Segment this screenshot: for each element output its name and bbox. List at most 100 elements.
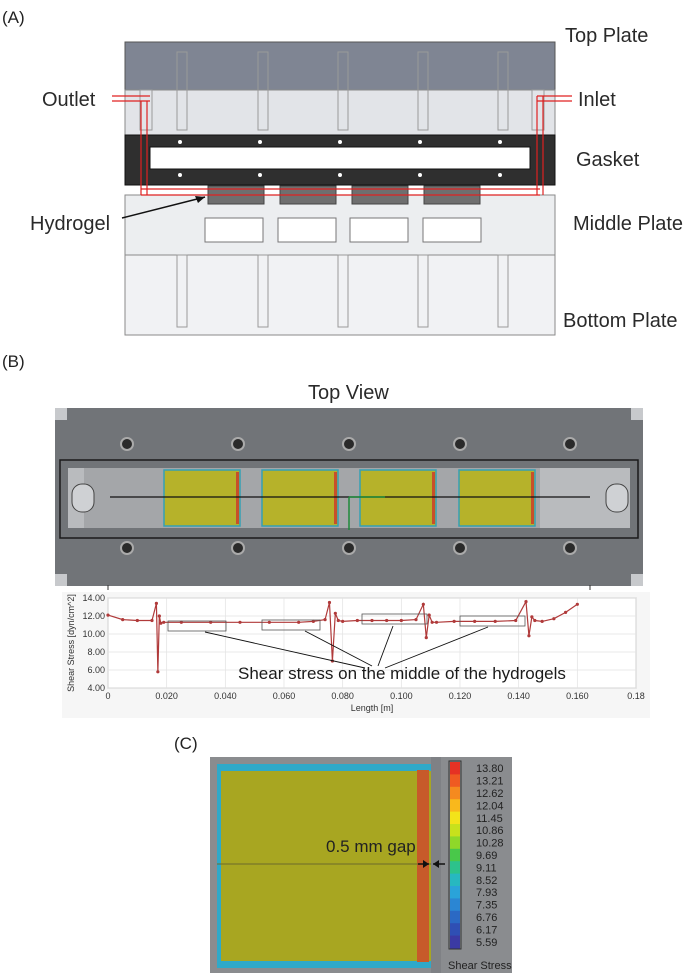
data-point <box>333 611 337 615</box>
colorbar-value: 6.17 <box>476 924 497 936</box>
colorbar-value: 12.62 <box>476 788 504 800</box>
hydrogel-arrow <box>121 196 206 219</box>
annotation-boxes <box>167 613 526 632</box>
y-tick-label: 4.00 <box>87 683 105 693</box>
colorbar-swatch <box>450 786 460 800</box>
data-point <box>564 610 568 614</box>
data-point <box>355 618 359 623</box>
flow-path <box>112 95 572 196</box>
data-point <box>341 619 345 623</box>
data-point <box>323 618 327 622</box>
colorbar-value: 10.28 <box>476 838 504 850</box>
panel-b-tag: (B) <box>2 352 25 371</box>
colorbar-swatch <box>450 873 460 887</box>
y-tick-label: 14.00 <box>82 593 105 603</box>
label-inlet: Inlet <box>578 89 616 111</box>
data-point <box>156 670 160 674</box>
colorbar-value: 6.76 <box>476 912 497 924</box>
x-tick-label: 0.060 <box>273 691 296 701</box>
data-point <box>121 618 125 622</box>
data-point <box>452 619 456 623</box>
colorbar-value: 9.69 <box>476 850 497 862</box>
colorbar-swatch <box>450 910 460 924</box>
data-point <box>135 618 139 623</box>
data-point <box>267 620 271 624</box>
colorbar-value: 7.93 <box>476 887 497 899</box>
data-point <box>336 618 340 623</box>
x-tick-label: 0.140 <box>507 691 530 701</box>
data-point <box>533 618 537 623</box>
data-point <box>399 618 403 623</box>
data-point <box>162 620 166 624</box>
gap-label: 0.5 mm gap <box>326 837 416 856</box>
data-point <box>473 619 477 623</box>
panel-c-tag: (C) <box>174 734 198 753</box>
shear-annotation: Shear stress on the middle of the hydrog… <box>238 664 566 683</box>
colorbar-value: 5.59 <box>476 937 497 949</box>
data-point <box>514 618 518 623</box>
y-tick-label: 12.00 <box>82 611 105 621</box>
data-point <box>311 619 315 623</box>
x-tick-label: 0.120 <box>449 691 472 701</box>
x-tick-label: 0.100 <box>390 691 413 701</box>
data-point <box>434 620 439 624</box>
colorbar-swatch <box>450 762 460 775</box>
y-axis-label: Shear Stress [dyn/cm^2] <box>66 594 76 692</box>
label-hydrogel: Hydrogel <box>30 213 111 235</box>
colorbar-value: 12.04 <box>476 800 504 812</box>
x-tick-label: 0.040 <box>214 691 237 701</box>
data-point <box>421 602 425 606</box>
x-axis-label: Length [m] <box>351 703 394 713</box>
data-point <box>297 620 301 624</box>
data-point <box>493 619 497 623</box>
colorbar-value: 9.11 <box>476 862 497 874</box>
colorbar-value: 13.21 <box>476 776 504 788</box>
hydrogel-fields <box>163 469 536 527</box>
colorbar-swatch <box>450 774 460 788</box>
x-tick-label: 0.020 <box>155 691 178 701</box>
colorbar-value: 8.52 <box>476 875 497 887</box>
colorbar-title: Shear Stress <box>448 960 512 972</box>
data-point <box>524 600 528 604</box>
panel-a-diagram <box>112 41 572 336</box>
y-tick-label: 6.00 <box>87 665 105 675</box>
colorbar-swatch <box>450 923 460 937</box>
top-view-diagram <box>55 408 643 600</box>
gasket <box>124 134 556 186</box>
data-point <box>150 618 154 623</box>
data-point <box>179 620 183 624</box>
label-middle-plate: Middle Plate <box>573 213 684 235</box>
data-point <box>327 600 332 605</box>
data-point <box>157 614 161 618</box>
data-point <box>424 636 428 640</box>
colorbar-swatch <box>450 848 460 862</box>
annotation-arrows <box>204 625 489 669</box>
data-point <box>552 617 556 621</box>
plot-area <box>107 597 637 689</box>
colorbar-value: 10.86 <box>476 825 504 837</box>
data-point <box>414 618 418 622</box>
colorbar-swatch <box>450 799 460 813</box>
colorbar-value: 11.45 <box>476 813 503 825</box>
data-point <box>527 634 531 638</box>
label-bottom-plate: Bottom Plate <box>563 310 678 332</box>
data-point <box>370 618 374 623</box>
colorbar-swatch <box>450 824 460 837</box>
x-tick-label: 0.160 <box>566 691 589 701</box>
data-point <box>427 613 431 617</box>
top-plate <box>124 41 556 136</box>
label-outlet: Outlet <box>42 89 96 111</box>
panel-b-title: Top View <box>308 382 389 404</box>
colorbar-swatch <box>450 935 460 949</box>
bottom-plate <box>124 254 556 336</box>
y-tick-label: 10.00 <box>82 629 105 639</box>
label-gasket: Gasket <box>576 149 640 171</box>
colorbar-value: 7.35 <box>476 900 497 912</box>
data-point <box>385 618 389 623</box>
colorbar-swatch <box>450 861 460 875</box>
data-point <box>106 613 110 617</box>
data-point <box>238 620 242 624</box>
data-point <box>540 619 544 623</box>
